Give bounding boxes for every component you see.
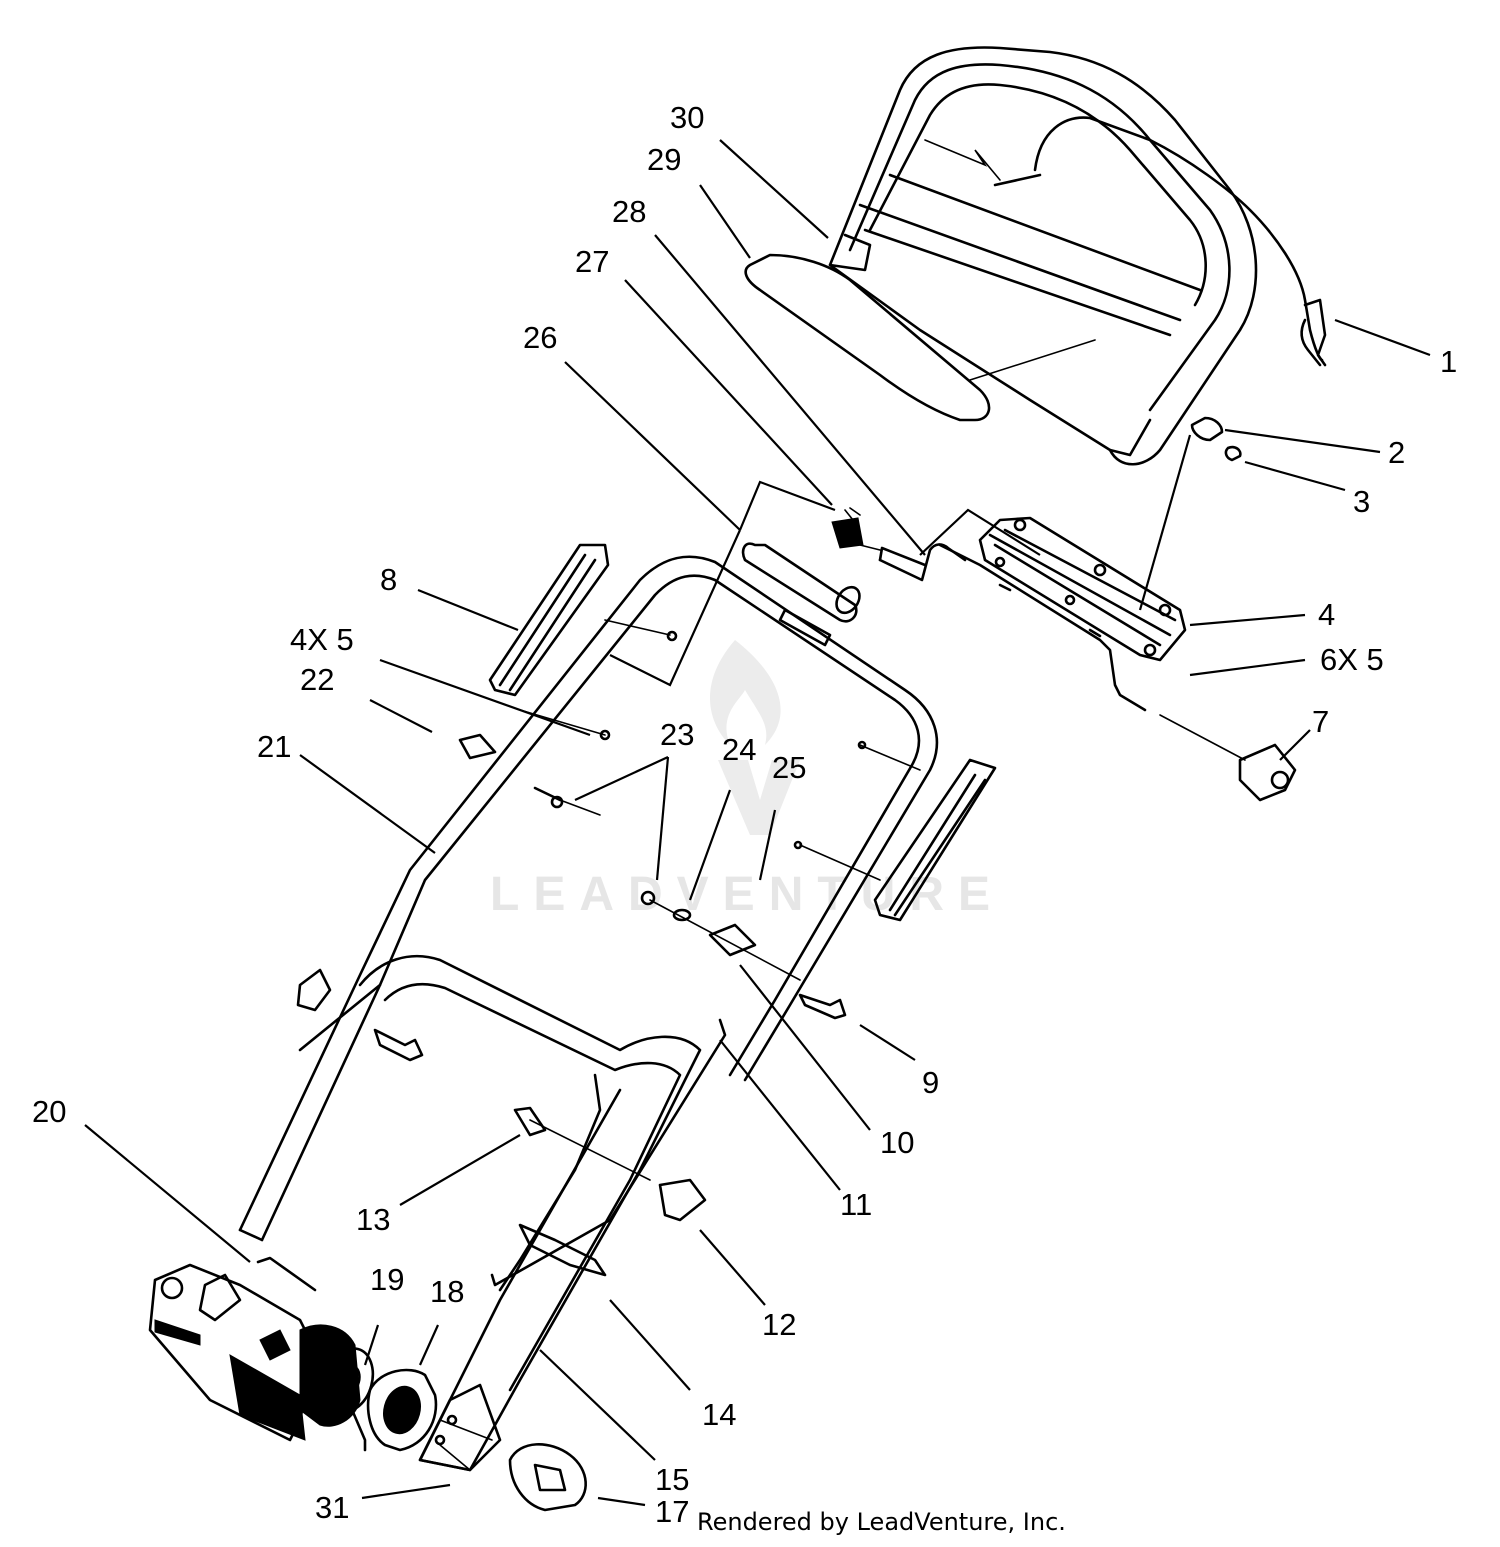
- callout-4x5: 4X 5: [290, 622, 354, 657]
- callout-19: 19: [370, 1262, 404, 1297]
- part-26-grip: [741, 542, 861, 647]
- callout-23: 23: [660, 717, 694, 752]
- part-15-lower-handle: [358, 954, 702, 1472]
- callout-31: 31: [315, 1490, 349, 1525]
- callout-18: 18: [430, 1274, 464, 1309]
- callout-13: 13: [356, 1202, 390, 1237]
- leader-lines: [84, 139, 1431, 1507]
- render-credit: Rendered by LeadVenture, Inc.: [697, 1508, 1066, 1536]
- part-8-clip-right: [873, 758, 997, 922]
- callout-8: 8: [380, 562, 397, 597]
- watermark: LEADVENTURE: [490, 640, 1004, 921]
- callout-6x5: 6X 5: [1320, 642, 1384, 677]
- callout-20: 20: [32, 1094, 66, 1129]
- part-30-console: [828, 46, 1324, 466]
- callout-21: 21: [257, 729, 291, 764]
- part-2-clip: [1190, 416, 1242, 462]
- callout-30: 30: [670, 100, 704, 135]
- callout-29: 29: [647, 142, 681, 177]
- callout-14: 14: [702, 1397, 736, 1432]
- callout-28: 28: [612, 194, 646, 229]
- part-4-control-bracket: [938, 516, 1187, 712]
- part-7-connector: [1159, 714, 1297, 802]
- callout-11: 11: [840, 1187, 872, 1222]
- callout-numbers: 1 2 3 4 4X 5 6X 5 7 8 9 10 11 12 13 14 1…: [32, 100, 1457, 1529]
- part-27-spring: [831, 507, 881, 551]
- callout-15: 15: [655, 1462, 689, 1497]
- callout-22: 22: [300, 662, 334, 697]
- callout-9: 9: [922, 1065, 939, 1100]
- part-11-cable: [490, 1018, 727, 1287]
- callout-17: 17: [655, 1494, 689, 1529]
- callout-26: 26: [523, 320, 557, 355]
- callout-7: 7: [1312, 704, 1329, 739]
- callout-10: 10: [880, 1125, 914, 1160]
- part-21-upper-handle: [238, 555, 939, 1242]
- callout-4: 4: [1318, 597, 1335, 632]
- watermark-text: LEADVENTURE: [490, 868, 1004, 921]
- part-8-clip-left: [488, 543, 610, 697]
- callout-12: 12: [762, 1307, 796, 1342]
- callout-24: 24: [722, 732, 756, 767]
- callout-2: 2: [1388, 435, 1405, 470]
- watermark-v-icon: [718, 760, 800, 835]
- part-28-rod: [878, 543, 967, 582]
- part-18-hub: [366, 1368, 438, 1452]
- fasteners: [256, 619, 921, 1471]
- part-1-cable-end: [1303, 298, 1327, 367]
- watermark-flame-icon: [710, 640, 781, 745]
- part-20-deck: [148, 1263, 367, 1452]
- callout-3: 3: [1353, 484, 1370, 519]
- part-17-cap: [508, 1443, 587, 1512]
- callout-27: 27: [575, 244, 609, 279]
- callout-1: 1: [1440, 344, 1457, 379]
- callout-25: 25: [772, 750, 806, 785]
- part-29-decal: [744, 253, 991, 422]
